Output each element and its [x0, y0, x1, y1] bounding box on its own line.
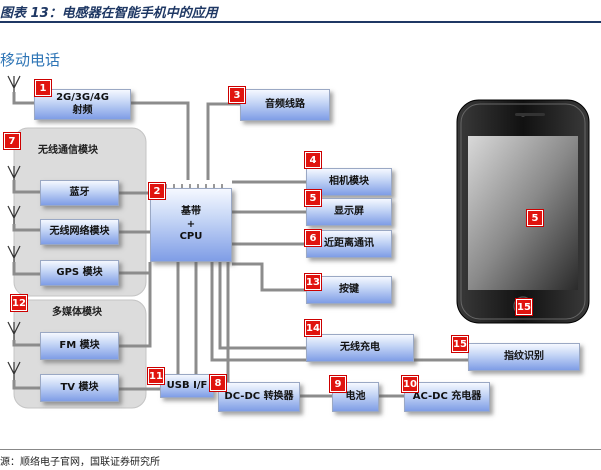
badge-dcdc: 8: [209, 374, 227, 392]
tv-module-block: TV 模块: [40, 374, 119, 402]
source-note: 源：顺络电子官网，国联证券研究所: [0, 457, 160, 468]
antenna-icon: [7, 165, 21, 180]
badge-phone-screen: 5: [526, 209, 544, 227]
antenna-icon: [7, 205, 21, 224]
audio-circuit-block: 音频线路: [240, 89, 330, 121]
acdc-charger-block: AC-DC 充电器: [404, 382, 490, 412]
wireless-group-label: 无线通信模块: [38, 145, 98, 156]
bluetooth-block: 蓝牙: [40, 180, 119, 206]
badge-wireless-group: 7: [3, 132, 21, 150]
usb-interface-block: USB I/F: [160, 374, 214, 398]
smartphone-illustration: [456, 99, 590, 324]
baseband-cpu-block: 基带 + CPU: [150, 188, 232, 262]
badge-usb: 11: [147, 367, 165, 385]
antenna-icon: [7, 321, 21, 340]
badge-camera: 4: [304, 151, 322, 169]
badge-multimedia-group: 12: [10, 294, 28, 312]
gps-module-block: GPS 模块: [40, 260, 119, 286]
badge-rf: 1: [34, 79, 52, 97]
antenna-icon: [7, 75, 21, 92]
badge-audio: 3: [228, 86, 246, 104]
badge-fingerprint: 15: [451, 335, 469, 353]
fingerprint-block: 指纹识别: [468, 343, 580, 371]
display-block: 显示屏: [306, 198, 392, 226]
badge-wireless-charging: 14: [304, 319, 322, 337]
badge-keys: 13: [304, 273, 322, 291]
badge-nfc: 6: [304, 229, 322, 247]
antenna-icon: [7, 245, 21, 262]
wifi-module-block: 无线网络模块: [40, 219, 119, 245]
phone-screen: [468, 136, 578, 290]
badge-phone-button: 15: [515, 298, 533, 316]
title-rule: [0, 21, 601, 23]
antenna-icons: [7, 75, 21, 380]
badge-display: 5: [304, 189, 322, 207]
battery-block: 电池: [332, 382, 379, 412]
footer-rule: [0, 449, 601, 450]
figure-title: 图表 13：电感器在智能手机中的应用: [0, 6, 218, 21]
antenna-icon: [7, 361, 21, 380]
badge-battery: 9: [329, 375, 347, 393]
badge-baseband: 2: [148, 182, 166, 200]
multimedia-group-label: 多媒体模块: [52, 307, 102, 318]
badge-acdc: 10: [401, 375, 419, 393]
fm-module-block: FM 模块: [40, 332, 119, 360]
dcdc-converter-block: DC-DC 转换器: [218, 382, 300, 412]
section-label: 移动电话: [0, 51, 61, 69]
wireless-charging-block: 无线充电: [306, 334, 414, 362]
